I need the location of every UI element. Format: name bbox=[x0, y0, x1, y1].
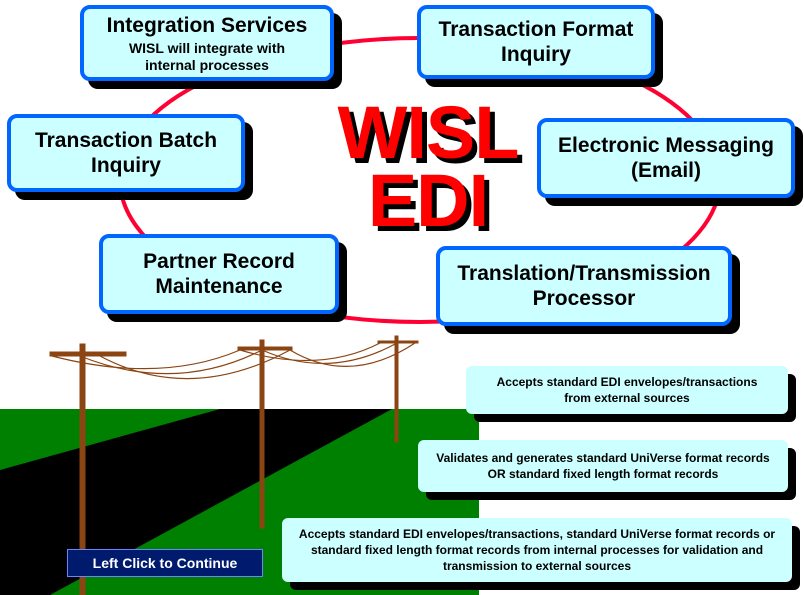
note-internal-processes: Accepts standard EDI envelopes/transacti… bbox=[282, 518, 792, 582]
integration-services-box[interactable]: Integration Services WISL will integrate… bbox=[80, 5, 334, 81]
transaction-batch-inquiry-box[interactable]: Transaction Batch Inquiry bbox=[7, 114, 245, 192]
utility-pole-icon bbox=[237, 339, 293, 529]
translation-transmission-processor-box[interactable]: Translation/Transmission Processor bbox=[436, 246, 732, 326]
title-wisl: WISL bbox=[337, 91, 520, 174]
translation-transmission-processor-title: Translation/Transmission Processor bbox=[457, 261, 711, 310]
continue-button[interactable]: Left Click to Continue bbox=[67, 549, 263, 577]
note-external-sources: Accepts standard EDI envelopes/transacti… bbox=[466, 366, 788, 414]
road bbox=[0, 409, 392, 595]
electronic-messaging-box[interactable]: Electronic Messaging (Email) bbox=[537, 118, 795, 198]
transaction-batch-inquiry-title: Transaction Batch Inquiry bbox=[34, 128, 218, 177]
utility-pole-icon bbox=[49, 343, 127, 595]
utility-pole-icon bbox=[377, 335, 419, 443]
integration-services-subtitle: WISL will integrate with internal proces… bbox=[128, 39, 286, 73]
power-lines bbox=[51, 342, 416, 380]
title-edi: EDI bbox=[367, 159, 489, 242]
electronic-messaging-title: Electronic Messaging (Email) bbox=[558, 133, 774, 182]
integration-services-title: Integration Services bbox=[106, 13, 308, 37]
note-validates-generates: Validates and generates standard UniVers… bbox=[418, 440, 788, 492]
partner-record-maintenance-box[interactable]: Partner Record Maintenance bbox=[99, 234, 339, 314]
transaction-format-inquiry-title: Transaction Format Inquiry bbox=[438, 17, 634, 66]
transaction-format-inquiry-box[interactable]: Transaction Format Inquiry bbox=[417, 5, 655, 79]
partner-record-maintenance-title: Partner Record Maintenance bbox=[143, 249, 295, 298]
